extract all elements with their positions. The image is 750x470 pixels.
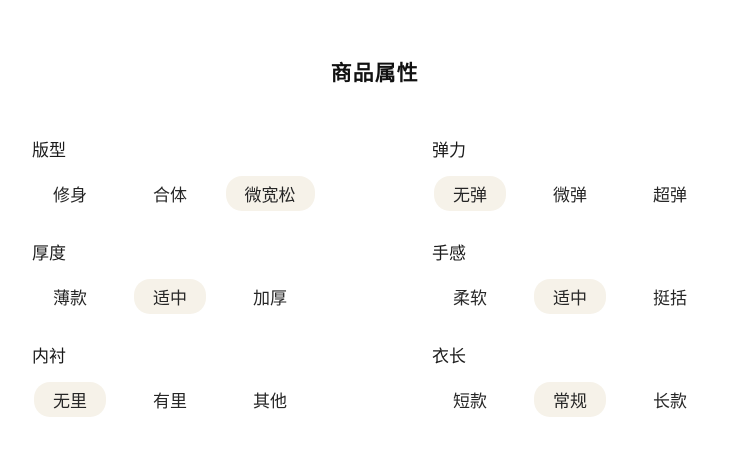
attribute-group-label: 弹力 bbox=[432, 141, 466, 160]
attribute-group: 弹力 无弹 微弹 超弹 bbox=[432, 141, 732, 211]
attribute-option-label: 长款 bbox=[653, 391, 687, 411]
attribute-option-selected[interactable]: 常规 bbox=[520, 381, 620, 417]
attribute-groups-grid: 版型 修身 合体 微宽松 弹力 无弹 微弹 超弹 厚度 薄款 适中 加厚 手感 … bbox=[32, 141, 750, 417]
attribute-option-label: 短款 bbox=[453, 391, 487, 411]
attribute-option-label: 修身 bbox=[53, 185, 87, 205]
attribute-option[interactable]: 合体 bbox=[120, 178, 220, 208]
attribute-group-label: 厚度 bbox=[32, 244, 66, 263]
attribute-option-label: 合体 bbox=[153, 185, 187, 205]
attribute-group: 版型 修身 合体 微宽松 bbox=[32, 141, 432, 211]
attribute-option[interactable]: 加厚 bbox=[220, 281, 320, 311]
attribute-option-label: 薄款 bbox=[53, 288, 87, 308]
attribute-option-label: 常规 bbox=[534, 381, 606, 417]
attribute-group: 厚度 薄款 适中 加厚 bbox=[32, 244, 432, 314]
attribute-option-selected[interactable]: 无弹 bbox=[420, 175, 520, 211]
attribute-option[interactable]: 修身 bbox=[20, 178, 120, 208]
attribute-option-selected[interactable]: 无里 bbox=[20, 381, 120, 417]
attribute-option-selected[interactable]: 适中 bbox=[120, 278, 220, 314]
attribute-option-label: 有里 bbox=[153, 391, 187, 411]
attribute-group: 手感 柔软 适中 挺括 bbox=[432, 244, 732, 314]
attribute-options-row: 柔软 适中 挺括 bbox=[420, 278, 732, 314]
attribute-group-label: 衣长 bbox=[432, 347, 466, 366]
attribute-option[interactable]: 柔软 bbox=[420, 281, 520, 311]
attribute-option-label: 适中 bbox=[134, 278, 206, 314]
attribute-options-row: 薄款 适中 加厚 bbox=[20, 278, 432, 314]
attribute-options-row: 无弹 微弹 超弹 bbox=[420, 175, 732, 211]
attribute-option-selected[interactable]: 微宽松 bbox=[220, 175, 320, 211]
attribute-option[interactable]: 长款 bbox=[620, 384, 720, 414]
page-title: 商品属性 bbox=[331, 62, 419, 85]
attribute-group-label: 内衬 bbox=[32, 347, 66, 366]
attribute-option[interactable]: 短款 bbox=[420, 384, 520, 414]
attribute-option[interactable]: 微弹 bbox=[520, 178, 620, 208]
attribute-option[interactable]: 其他 bbox=[220, 384, 320, 414]
attribute-option-label: 适中 bbox=[534, 278, 606, 314]
attribute-group: 衣长 短款 常规 长款 bbox=[432, 347, 732, 417]
attribute-group-label: 手感 bbox=[432, 244, 466, 263]
attribute-option-label: 微宽松 bbox=[225, 175, 315, 211]
attribute-group: 内衬 无里 有里 其他 bbox=[32, 347, 432, 417]
attribute-option[interactable]: 薄款 bbox=[20, 281, 120, 311]
attribute-option-label: 挺括 bbox=[653, 288, 687, 308]
attribute-option-selected[interactable]: 适中 bbox=[520, 278, 620, 314]
attribute-group-label: 版型 bbox=[32, 141, 66, 160]
attribute-option-label: 超弹 bbox=[653, 185, 687, 205]
attribute-option-label: 无里 bbox=[34, 381, 106, 417]
attribute-option-label: 柔软 bbox=[453, 288, 487, 308]
attribute-option-label: 无弹 bbox=[434, 175, 506, 211]
attribute-option[interactable]: 有里 bbox=[120, 384, 220, 414]
attribute-options-row: 无里 有里 其他 bbox=[20, 381, 432, 417]
attribute-option[interactable]: 超弹 bbox=[620, 178, 720, 208]
attribute-option-label: 其他 bbox=[253, 391, 287, 411]
attribute-options-row: 短款 常规 长款 bbox=[420, 381, 732, 417]
attribute-option-label: 微弹 bbox=[553, 185, 587, 205]
attribute-option-label: 加厚 bbox=[253, 288, 287, 308]
attribute-options-row: 修身 合体 微宽松 bbox=[20, 175, 432, 211]
attribute-option[interactable]: 挺括 bbox=[620, 281, 720, 311]
